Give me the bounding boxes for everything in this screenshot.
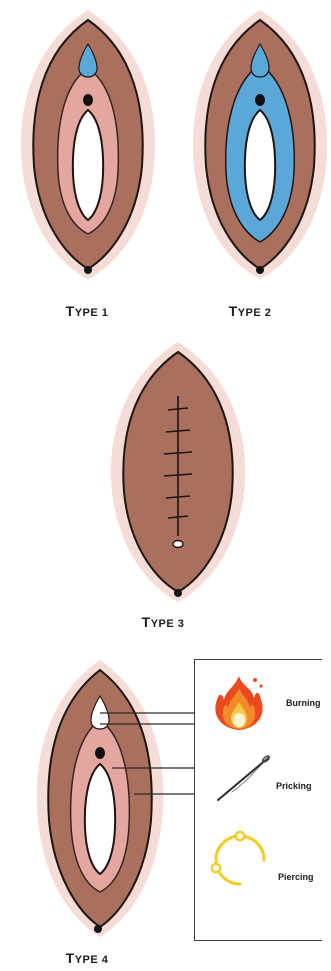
legend-label-burning: Burning [286,698,321,708]
needle-icon [214,752,274,804]
legend-label-piercing: Piercing [278,872,314,882]
ring-icon [206,826,274,894]
legend-label-pricking: Pricking [276,781,312,791]
flame-icon [208,672,270,734]
